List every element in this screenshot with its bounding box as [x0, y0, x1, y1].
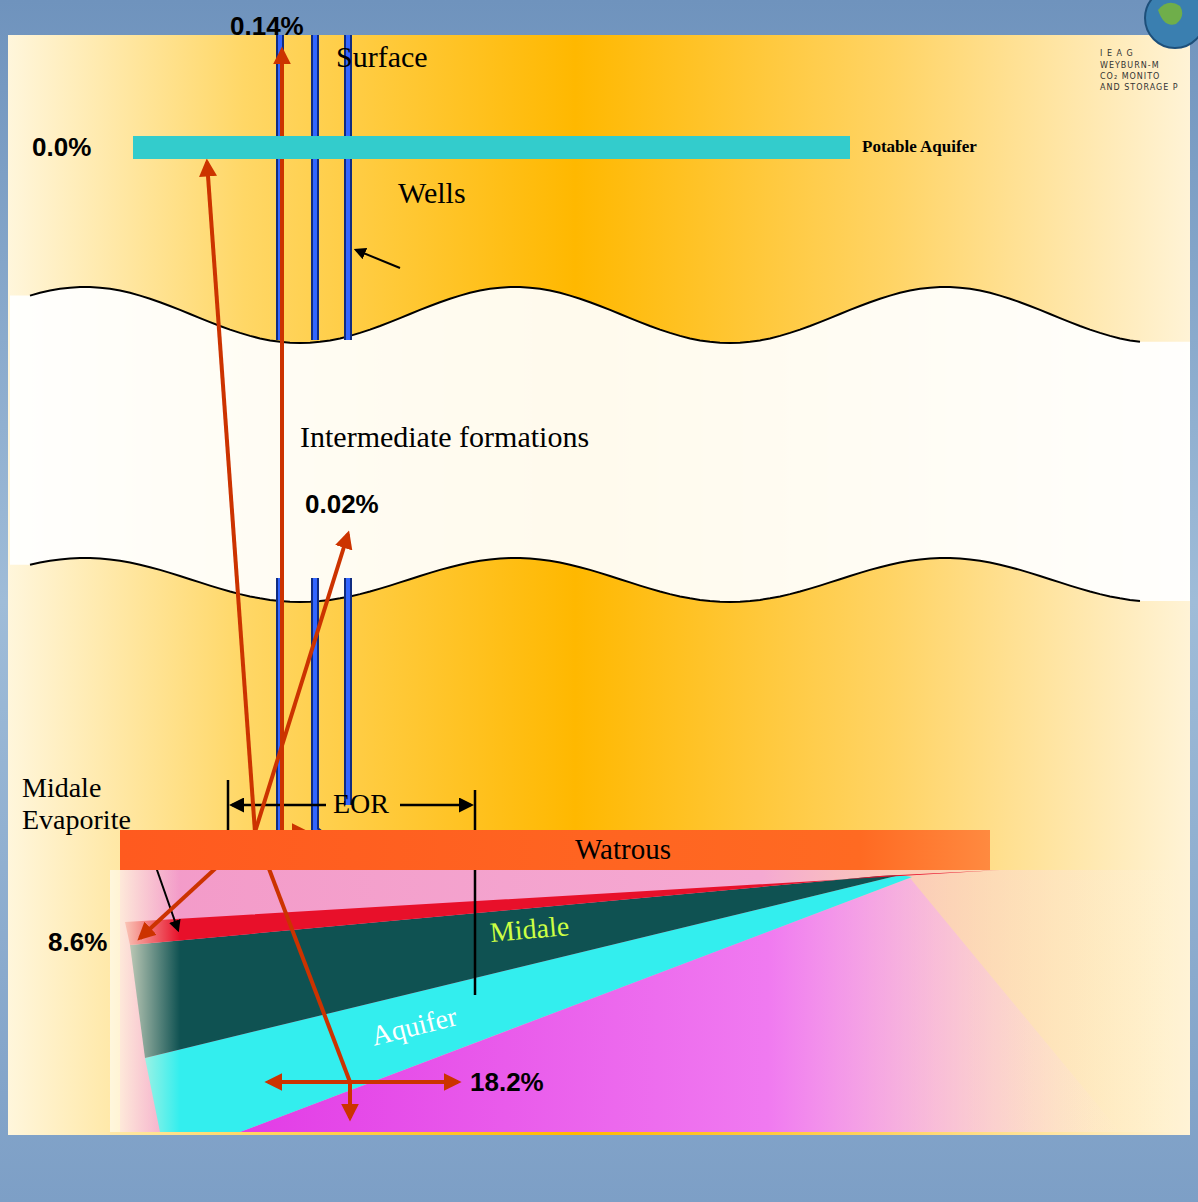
- evaporite-label: Midale Evaporite: [22, 772, 172, 836]
- rock-layer: [120, 870, 1190, 1132]
- eor-arrow: [400, 804, 471, 807]
- formation-boundary: [30, 287, 1140, 343]
- percent-label: 0.02%: [305, 490, 379, 519]
- intermediate-band: [10, 287, 1190, 602]
- surface-label: Surface: [336, 40, 428, 73]
- band-label: Potable Aquifer: [862, 138, 977, 157]
- eor-label: EOR: [333, 789, 389, 820]
- logo-text: CO₂ MONITO: [1100, 73, 1160, 82]
- logo-globe: [1145, 0, 1198, 48]
- formation-label: Intermediate formations: [300, 420, 589, 453]
- percent-label: 0.0%: [32, 133, 91, 162]
- aquifer-band: Potable Aquifer: [133, 136, 850, 159]
- layer-label: Aquifer: [368, 1001, 460, 1052]
- percent-label: 18.2%: [470, 1068, 544, 1097]
- ground-panel: [8, 35, 1190, 1135]
- leader-line: [356, 250, 400, 268]
- percent-label: 0.14%: [230, 12, 304, 41]
- logo-text: WEYBURN-M: [1100, 62, 1160, 71]
- formation-boundary: [30, 558, 1140, 602]
- logo-text: AND STORAGE P: [1100, 84, 1179, 93]
- formation-band: Watrous: [120, 830, 990, 870]
- percent-label: 8.6%: [48, 928, 107, 957]
- band-label: Watrous: [575, 834, 671, 866]
- wells-label: Wells: [398, 176, 466, 209]
- layer-label: Midale: [489, 911, 571, 949]
- migration-arrows: [140, 50, 458, 1118]
- eor-bracket: [228, 780, 475, 995]
- eor-arrow: [232, 804, 326, 807]
- logo-text: I E A G: [1100, 50, 1134, 59]
